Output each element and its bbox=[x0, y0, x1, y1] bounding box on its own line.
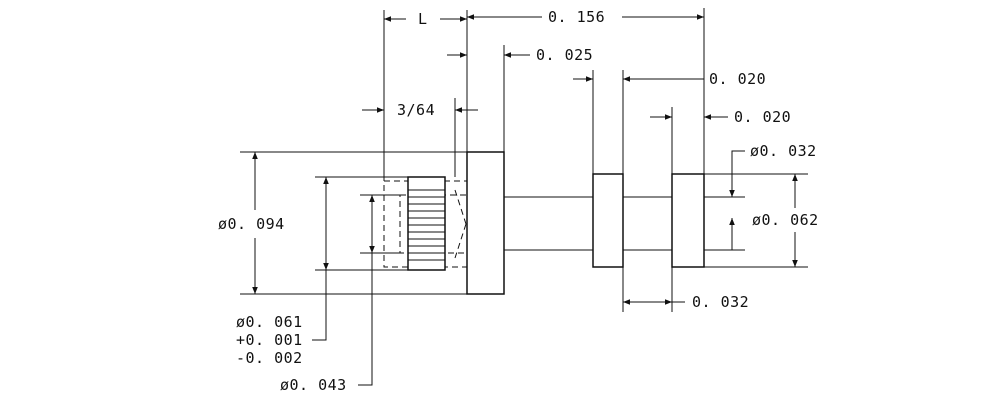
label-dia-0032: ø0. 032 bbox=[750, 142, 817, 160]
end-collar bbox=[671, 173, 705, 268]
part-outline bbox=[383, 151, 705, 295]
leader-0043 bbox=[358, 253, 373, 386]
label-dia-0094: ø0. 094 bbox=[218, 215, 285, 233]
label-length-0032-bottom: 0. 032 bbox=[692, 293, 749, 311]
shaft bbox=[503, 196, 673, 251]
label-dia-0062: ø0. 062 bbox=[752, 211, 819, 229]
main-flange bbox=[466, 151, 505, 295]
label-tolerance-plus: +0. 001 bbox=[236, 331, 303, 349]
knurl-lines bbox=[408, 189, 445, 261]
extension-lines bbox=[240, 8, 808, 312]
label-length-0025: 0. 025 bbox=[536, 46, 593, 64]
knurled-section bbox=[407, 176, 446, 271]
leader-0061 bbox=[312, 270, 327, 341]
dimension-labels: L 0. 156 0. 025 0. 020 0. 020 3/64 ø0. 0… bbox=[218, 8, 819, 394]
hidden-chamfer-bottom bbox=[454, 223, 467, 259]
middle-collar bbox=[592, 173, 624, 268]
dimension-lines bbox=[252, 14, 798, 386]
label-tolerance-minus: -0. 002 bbox=[236, 349, 303, 367]
label-dia-0043: ø0. 043 bbox=[280, 376, 347, 394]
hidden-chamfer-top bbox=[454, 189, 467, 225]
label-length-0020-top: 0. 020 bbox=[709, 70, 766, 88]
label-length-0020-mid: 0. 020 bbox=[734, 108, 791, 126]
label-fraction-3-64: 3/64 bbox=[397, 101, 435, 119]
label-l: L bbox=[418, 10, 428, 28]
label-length-0156: 0. 156 bbox=[548, 8, 605, 26]
leader-0032-top bbox=[729, 150, 745, 197]
label-dia-0061: ø0. 061 bbox=[236, 313, 303, 331]
